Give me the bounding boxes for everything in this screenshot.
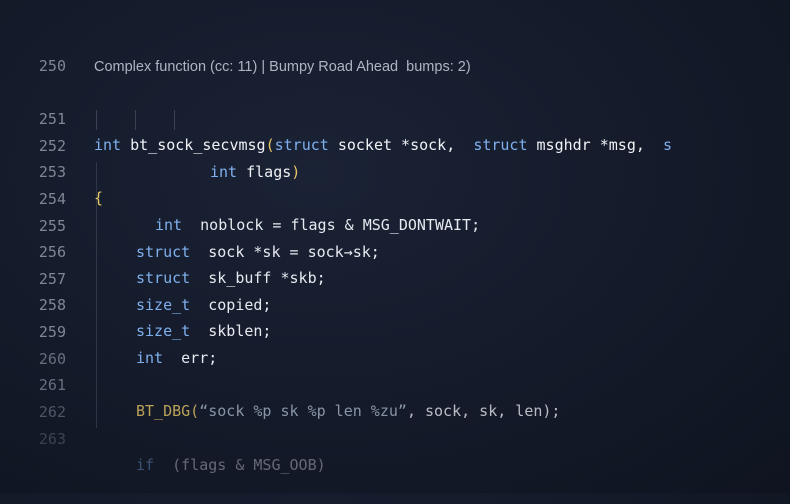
code-text: size_t skblen;: [136, 318, 271, 344]
code-line-262[interactable]: 262: [0, 373, 790, 421]
code-line-254[interactable]: 254 int noblock = flags & MSG_DONTWAIT;: [0, 160, 790, 234]
code-text: struct sock *sk = sock→sk;: [136, 239, 380, 265]
line-number: 259: [38, 323, 66, 341]
line-number: 253: [38, 163, 66, 181]
param-msg: msghdr *msg,: [536, 136, 645, 154]
param-sock: socket *sock,: [337, 136, 456, 154]
keyword-size-t: size_t: [136, 296, 191, 314]
code-text: int err;: [136, 345, 217, 371]
code-line-255[interactable]: 255 struct sock *sk = sock→sk;: [0, 187, 790, 261]
statement: (flags & MSG_OOB): [172, 456, 326, 474]
line-number: 260: [38, 350, 66, 368]
function-name: bt_sock_secvmsg: [130, 136, 266, 154]
keyword-int: int: [94, 136, 122, 154]
code-line-252[interactable]: 252 int flags): [0, 107, 790, 181]
line-number: 252: [38, 137, 66, 155]
param-flags: flags: [246, 163, 292, 181]
string-literal: “sock %p sk %p len %zu”: [199, 402, 407, 420]
code-line-257[interactable]: 257 size_t copied;: [0, 240, 790, 314]
close-paren: ): [291, 163, 301, 181]
line-number: 258: [38, 296, 66, 314]
open-brace: {: [94, 189, 104, 207]
code-text: int flags): [210, 159, 300, 185]
keyword-struct: struct: [274, 136, 329, 154]
code-text: size_t copied;: [136, 292, 271, 318]
code-line-261[interactable]: 261 BT_DBG(“sock %p sk %p len %zu”, sock…: [0, 346, 790, 420]
keyword-struct: struct: [473, 136, 528, 154]
macro-call: BT_DBG(: [136, 402, 200, 420]
keyword-size-t: size_t: [136, 322, 191, 340]
keyword-int: int: [136, 349, 164, 367]
statement: sk_buff *skb;: [208, 269, 326, 287]
code-line-251[interactable]: 251 int bt_sock_secvmsg(struct socket *s…: [0, 80, 790, 154]
truncated-text: s: [662, 136, 672, 154]
line-number: 250: [38, 57, 66, 75]
keyword-int: int: [155, 216, 183, 234]
line-number: 254: [38, 190, 66, 208]
code-text: int noblock = flags & MSG_DONTWAIT;: [155, 212, 480, 238]
statement: noblock = flags & MSG_DONTWAIT;: [200, 216, 481, 234]
indent-guide: [96, 162, 97, 428]
line-number: 261: [38, 376, 66, 394]
line-number: 251: [38, 110, 66, 128]
indent-guide: [174, 110, 175, 130]
keyword-struct: struct: [136, 243, 191, 261]
code-line-263[interactable]: 263 if (flags & MSG_OOB): [0, 400, 790, 474]
line-number: 255: [38, 217, 66, 235]
code-line-258[interactable]: 258 size_t skblen;: [0, 266, 790, 340]
line-number: 262: [38, 403, 66, 421]
code-text: int bt_sock_secvmsg(struct socket *sock,…: [94, 132, 672, 158]
keyword-struct: struct: [136, 269, 191, 287]
code-text: BT_DBG(“sock %p sk %p len %zu”, sock, sk…: [136, 398, 560, 424]
code-line-256[interactable]: 256 struct sk_buff *skb;: [0, 213, 790, 287]
code-line-260[interactable]: 260: [0, 320, 790, 368]
code-text: struct sk_buff *skb;: [136, 265, 326, 291]
open-paren: (: [265, 136, 275, 154]
code-line-253[interactable]: 253 {: [0, 133, 790, 207]
indent-guide: [96, 110, 97, 130]
statement: skblen;: [208, 322, 272, 340]
code-line-250[interactable]: 250: [0, 27, 790, 75]
statement: copied;: [208, 296, 272, 314]
line-number: 257: [38, 270, 66, 288]
indent-guide: [135, 110, 136, 130]
statement: err;: [181, 349, 218, 367]
line-number: 256: [38, 243, 66, 261]
code-lens-complexity[interactable]: Complex function (cc: 11) | Bumpy Road A…: [94, 59, 471, 75]
code-line-259[interactable]: 259 int err;: [0, 293, 790, 367]
statement: sock *sk = sock→sk;: [208, 243, 380, 261]
arguments: , sock, sk, len);: [406, 402, 561, 420]
keyword-if: if: [136, 456, 155, 474]
code-editor[interactable]: 250 Complex function (cc: 11) | Bumpy Ro…: [0, 0, 790, 493]
keyword-int: int: [210, 163, 238, 181]
line-number: 263: [38, 430, 66, 448]
code-text: if (flags & MSG_OOB): [136, 452, 326, 478]
